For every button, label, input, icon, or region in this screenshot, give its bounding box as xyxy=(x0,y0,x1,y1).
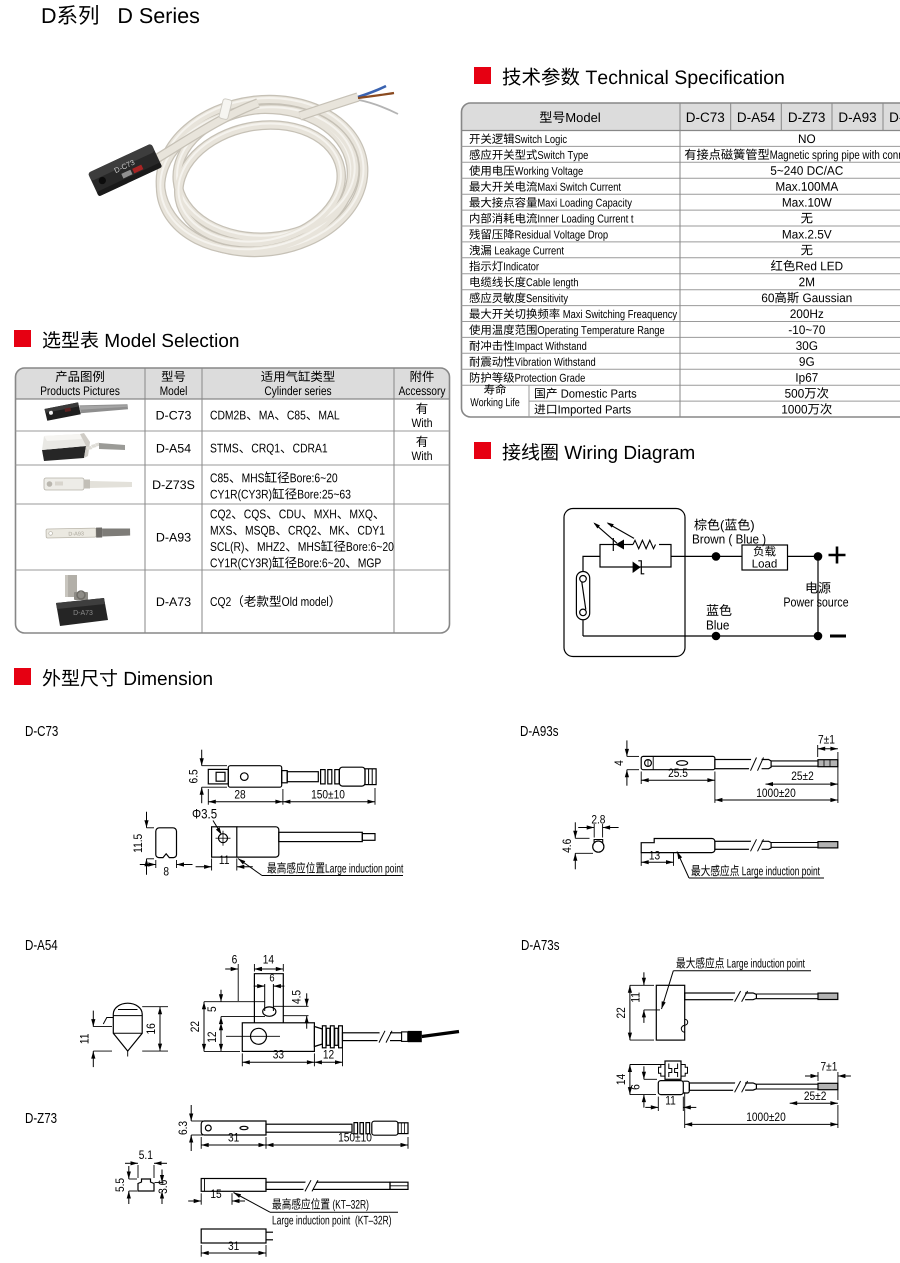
svg-text:D-C73: D-C73 xyxy=(686,110,725,125)
svg-text:D-A93: D-A93 xyxy=(838,110,876,125)
svg-text:11: 11 xyxy=(219,854,230,867)
svg-text:D-Z73: D-Z73 xyxy=(25,1110,57,1127)
svg-text:5: 5 xyxy=(206,1006,219,1012)
svg-text:D-A73s: D-A73s xyxy=(521,937,560,954)
svg-text:D-A93: D-A93 xyxy=(68,531,84,537)
svg-text:150±10: 150±10 xyxy=(338,1132,372,1145)
svg-text:14: 14 xyxy=(263,954,274,967)
svg-text:11: 11 xyxy=(79,1034,92,1045)
svg-text:25.5: 25.5 xyxy=(668,767,688,780)
svg-text:1000±20: 1000±20 xyxy=(756,787,795,800)
svg-text:12: 12 xyxy=(206,1031,219,1042)
svg-text:5.5: 5.5 xyxy=(114,1178,127,1192)
svg-text:7±1: 7±1 xyxy=(820,1060,837,1073)
svg-text:12: 12 xyxy=(323,1048,334,1061)
svg-text:13: 13 xyxy=(649,849,660,862)
svg-text:Φ3.5: Φ3.5 xyxy=(192,807,217,822)
svg-text:33: 33 xyxy=(273,1048,284,1061)
svg-text:11: 11 xyxy=(665,1095,676,1108)
svg-text:3.6: 3.6 xyxy=(157,1180,170,1194)
svg-text:22: 22 xyxy=(615,1007,628,1018)
svg-text:6.3: 6.3 xyxy=(177,1121,190,1135)
svg-text:D-Z73: D-Z73 xyxy=(788,110,826,125)
svg-text:31: 31 xyxy=(228,1132,239,1145)
svg-text:6.5: 6.5 xyxy=(188,769,201,783)
svg-text:8: 8 xyxy=(163,866,169,879)
svg-text:2.8: 2.8 xyxy=(591,814,605,827)
svg-text:D-A54: D-A54 xyxy=(737,110,776,125)
svg-text:14: 14 xyxy=(615,1074,628,1085)
svg-text:6: 6 xyxy=(232,954,238,967)
svg-text:11: 11 xyxy=(629,992,642,1003)
svg-text:25±2: 25±2 xyxy=(804,1090,827,1103)
svg-text:7±1: 7±1 xyxy=(818,734,835,747)
svg-text:16: 16 xyxy=(145,1023,158,1034)
svg-text:5.1: 5.1 xyxy=(139,1149,153,1162)
svg-text:25±2: 25±2 xyxy=(791,770,814,783)
svg-text:4.6: 4.6 xyxy=(561,839,574,853)
svg-text:D-A73: D-A73 xyxy=(889,110,900,125)
svg-text:31: 31 xyxy=(228,1240,239,1253)
svg-text:D-A93s: D-A93s xyxy=(520,723,559,740)
svg-text:15: 15 xyxy=(210,1188,221,1201)
svg-text:6: 6 xyxy=(629,1084,642,1090)
svg-text:22: 22 xyxy=(189,1021,202,1032)
svg-text:D-C73: D-C73 xyxy=(25,723,58,740)
svg-text:150±10: 150±10 xyxy=(311,788,345,801)
svg-text:28: 28 xyxy=(234,788,245,801)
svg-text:D-A73: D-A73 xyxy=(73,610,93,617)
svg-text:4.5: 4.5 xyxy=(291,990,304,1004)
svg-text:4: 4 xyxy=(613,760,626,766)
svg-text:D-A54: D-A54 xyxy=(25,937,58,954)
svg-text:11.5: 11.5 xyxy=(132,834,145,853)
svg-text:1000±20: 1000±20 xyxy=(746,1111,785,1124)
svg-text:6: 6 xyxy=(269,973,274,985)
